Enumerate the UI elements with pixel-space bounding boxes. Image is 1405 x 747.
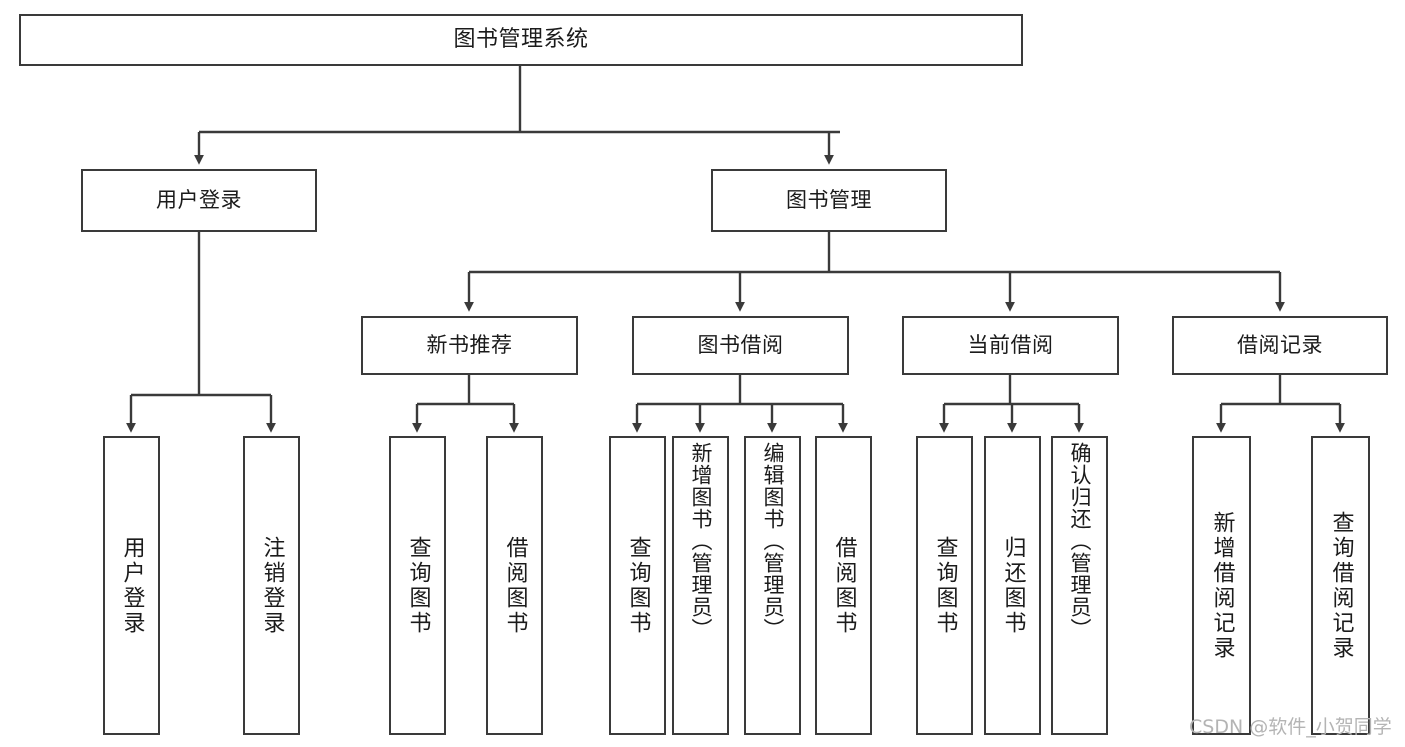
node-label: 确认归还（管理员） xyxy=(1068,442,1092,640)
leaf-query-books-current[interactable]: 查询图书 xyxy=(916,436,973,735)
node-label: 查询借阅记录 xyxy=(1328,510,1354,661)
node-label: 新增图书（管理员） xyxy=(689,442,713,640)
node-label: 借阅记录 xyxy=(1237,333,1323,358)
node-label: 图书借阅 xyxy=(697,333,784,358)
node-label: 当前借阅 xyxy=(967,333,1054,358)
node-user-login[interactable]: 用户登录 xyxy=(81,169,317,232)
node-label: 新书推荐 xyxy=(426,333,513,358)
node-book-management[interactable]: 图书管理 xyxy=(711,169,947,232)
node-label: 新增借阅记录 xyxy=(1209,510,1235,661)
leaf-confirm-return-admin[interactable]: 确认归还（管理员） xyxy=(1051,436,1108,735)
node-label: 用户登录 xyxy=(156,188,242,213)
leaf-user-login[interactable]: 用户登录 xyxy=(103,436,160,735)
leaf-add-borrowing-record[interactable]: 新增借阅记录 xyxy=(1192,436,1251,735)
node-label: 查询图书 xyxy=(405,535,431,636)
leaf-query-books-recommendation[interactable]: 查询图书 xyxy=(389,436,446,735)
node-book-borrowing[interactable]: 图书借阅 xyxy=(632,316,849,375)
leaf-query-books-borrowing[interactable]: 查询图书 xyxy=(609,436,666,735)
node-current-borrowing[interactable]: 当前借阅 xyxy=(902,316,1119,375)
node-label: 注销登录 xyxy=(259,535,285,636)
node-borrowing-records[interactable]: 借阅记录 xyxy=(1172,316,1388,375)
leaf-edit-book-admin[interactable]: 编辑图书（管理员） xyxy=(744,436,801,735)
leaf-borrow-books-borrowing[interactable]: 借阅图书 xyxy=(815,436,872,735)
node-label: 查询图书 xyxy=(932,535,958,636)
node-label: 借阅图书 xyxy=(831,535,857,636)
node-label: 图书管理系统 xyxy=(453,27,589,53)
leaf-borrow-books-recommendation[interactable]: 借阅图书 xyxy=(486,436,543,735)
leaf-add-book-admin[interactable]: 新增图书（管理员） xyxy=(672,436,729,735)
node-label: 查询图书 xyxy=(625,535,651,636)
node-new-book-recommendation[interactable]: 新书推荐 xyxy=(361,316,578,375)
leaf-logout[interactable]: 注销登录 xyxy=(243,436,300,735)
node-label: 用户登录 xyxy=(119,535,145,636)
node-label: 图书管理 xyxy=(786,188,872,213)
node-label: 编辑图书（管理员） xyxy=(761,442,785,640)
node-label: 借阅图书 xyxy=(502,535,528,636)
leaf-return-books[interactable]: 归还图书 xyxy=(984,436,1041,735)
node-root-book-management-system[interactable]: 图书管理系统 xyxy=(19,14,1023,66)
leaf-query-borrowing-record[interactable]: 查询借阅记录 xyxy=(1311,436,1370,735)
node-label: 归还图书 xyxy=(1000,535,1026,636)
watermark: CSDN @软件_小贺同学 xyxy=(1189,716,1392,738)
